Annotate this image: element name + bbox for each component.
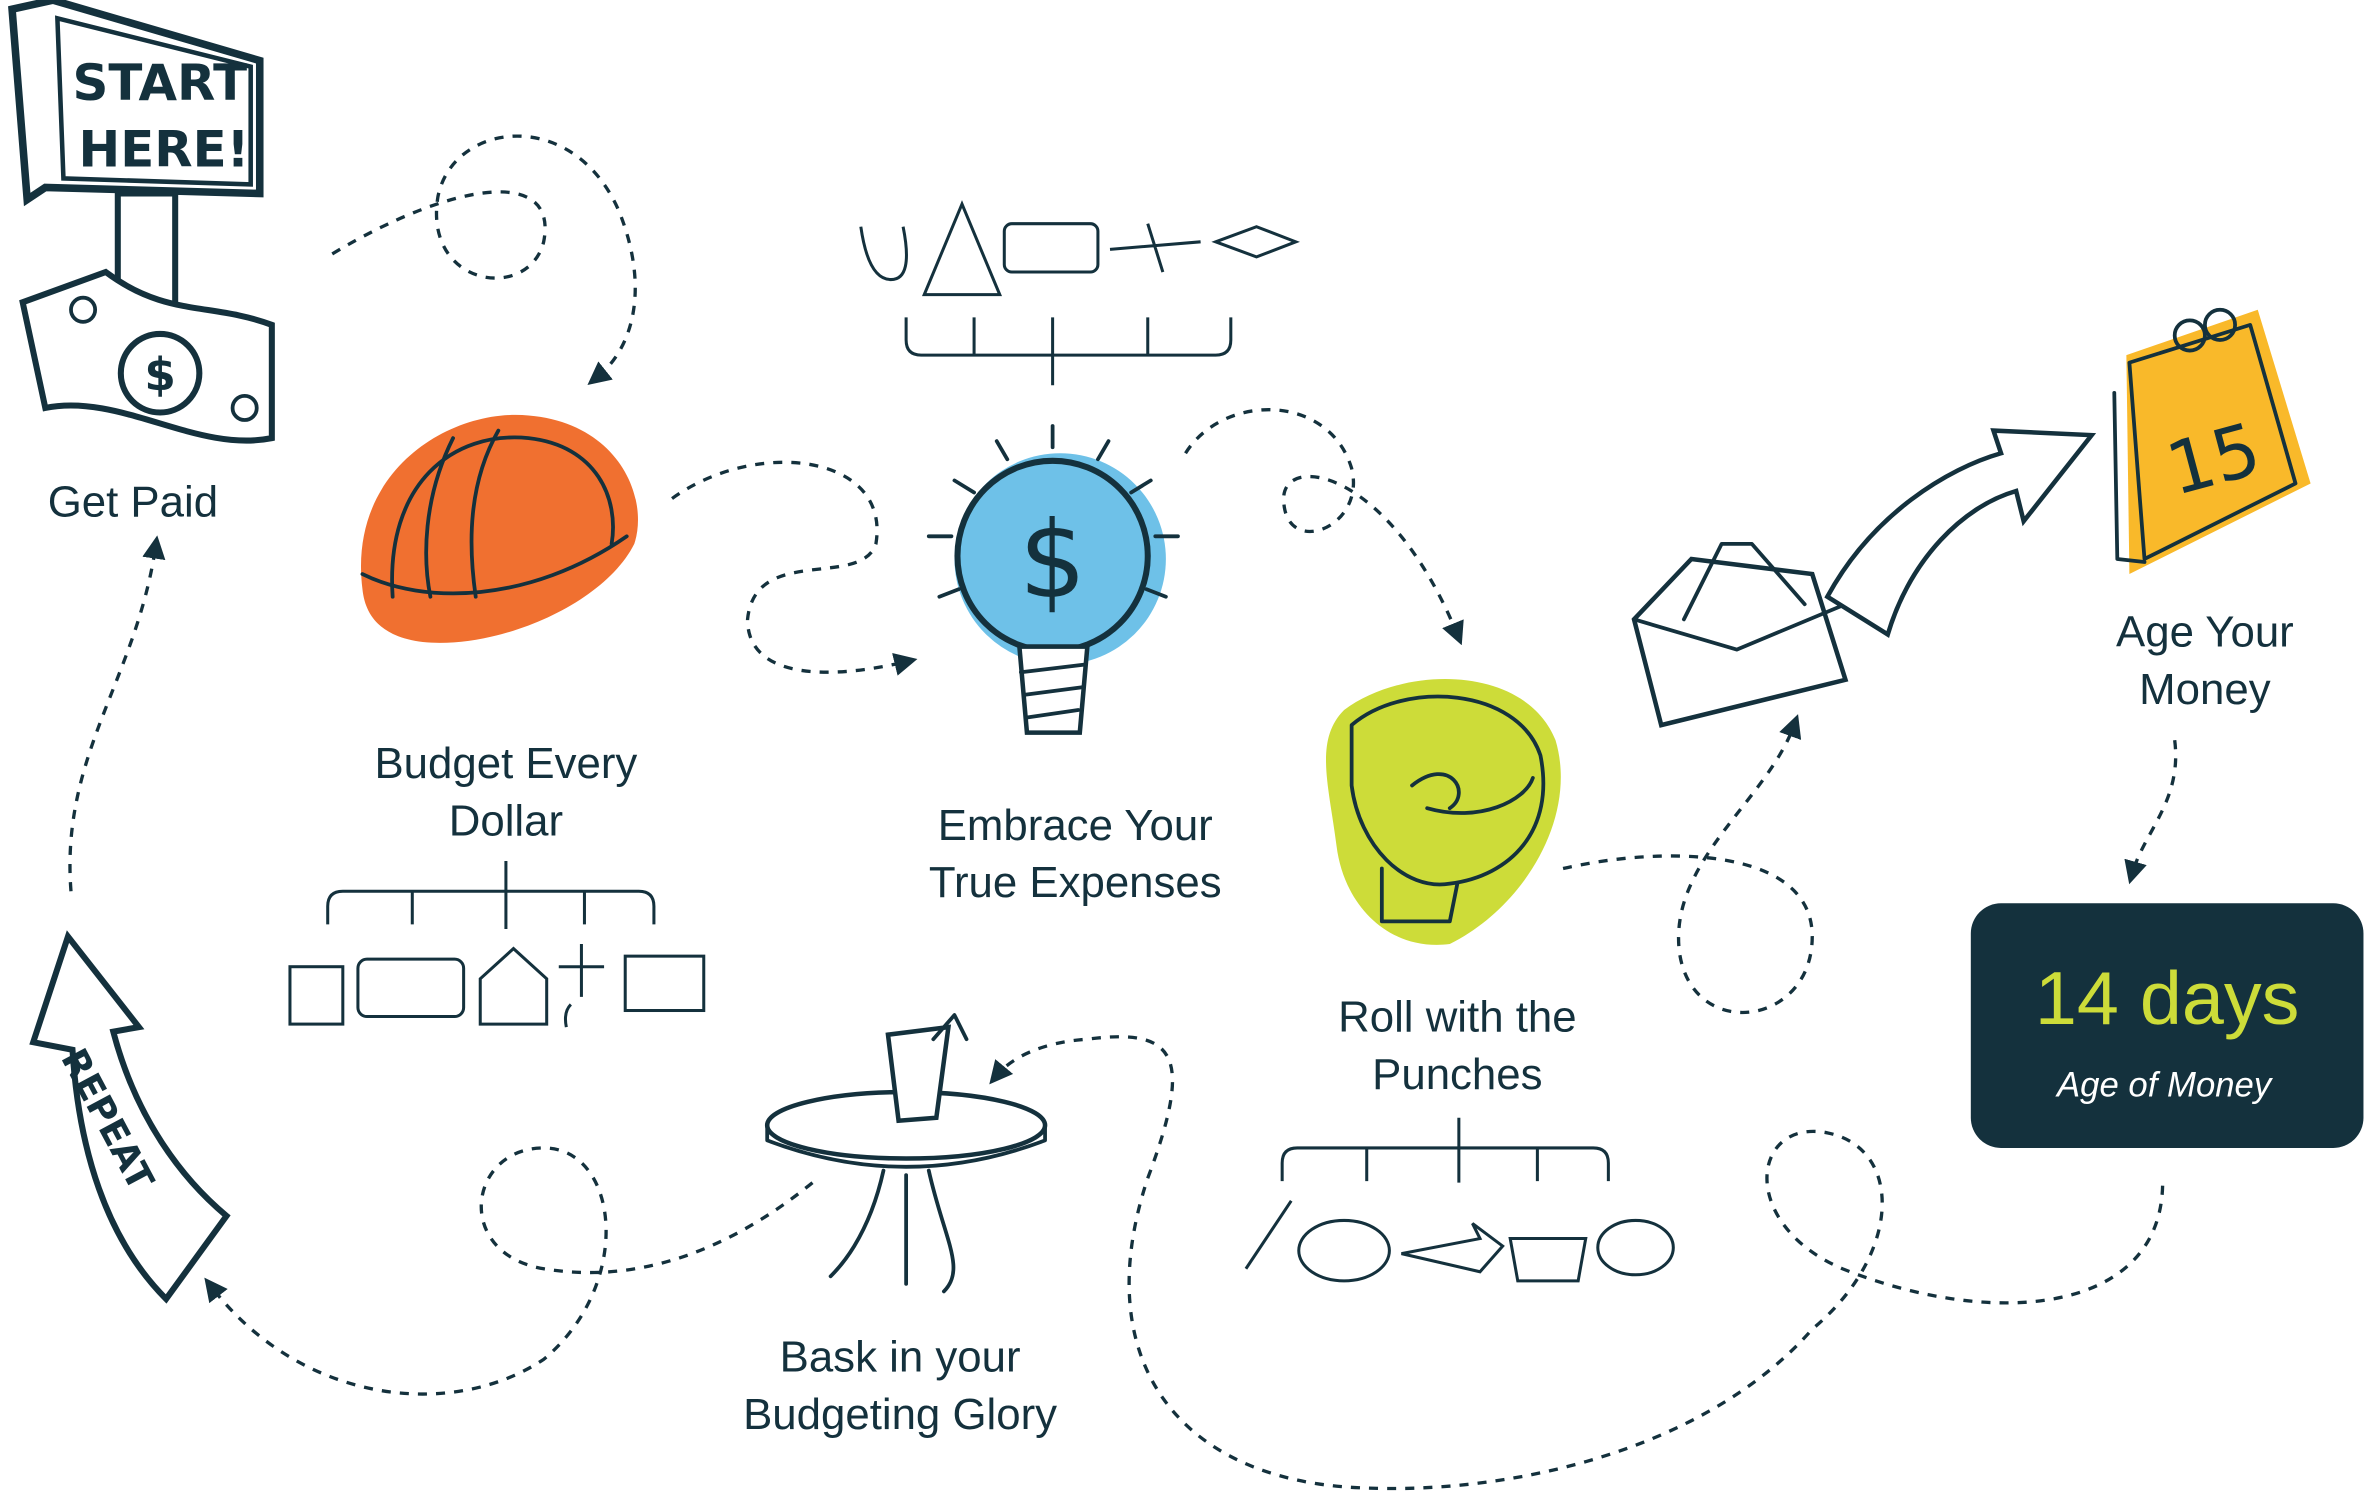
christmas-tree-icon (921, 200, 1003, 297)
cloud-icon (1297, 1218, 1391, 1283)
step-label-get-paid: Get Paid (48, 478, 218, 527)
svg-text:$: $ (144, 348, 176, 401)
start-here-sign: START HERE! (8, 0, 264, 313)
airplane-icon (1109, 223, 1201, 273)
flow-paths (68, 134, 2178, 1491)
ambulance-icon (1002, 222, 1100, 274)
step-label-expenses-line1: Embrace Your (938, 801, 1213, 850)
calendar-icon: 15 (2112, 307, 2311, 575)
money-icon: $ (19, 268, 275, 444)
step-label-age-line1: Age Your (2116, 608, 2294, 657)
repeat-arrow: REPEAT (29, 930, 231, 1304)
grocery-bag-icon (288, 965, 345, 1026)
table-drink-icon (764, 1013, 1048, 1294)
step-label-bask-line1: Bask in your (780, 1332, 1021, 1381)
boxing-glove-icon (1326, 679, 1561, 945)
age-of-money-card: 14 days Age of Money (1970, 903, 2364, 1148)
punches-bracket (1244, 1117, 1675, 1283)
step-label-expenses-line2: True Expenses (929, 858, 1222, 907)
key-icon (1244, 1199, 1293, 1270)
svg-text:$: $ (1019, 499, 1086, 622)
graduation-cap-icon (1211, 225, 1300, 259)
step-label-budget-line2: Dollar (449, 796, 563, 845)
budget-categories-bracket (288, 860, 706, 1028)
piggy-bank-icon (1596, 1218, 1675, 1277)
step-label-punches-line1: Roll with the (1338, 993, 1576, 1042)
bus-icon (356, 957, 466, 1019)
house-icon (478, 946, 549, 1026)
start-sign-line2: HERE! (79, 120, 250, 178)
step-label-budget-line1: Budget Every (374, 739, 637, 788)
step-label-bask-line2: Budgeting Glory (743, 1390, 1057, 1439)
envelope-money-icon (1631, 541, 1849, 728)
stethoscope-icon (859, 226, 908, 282)
arrow-icon (1401, 1222, 1505, 1274)
step-label-age-line2: Money (2139, 665, 2271, 714)
start-sign-line1: START (72, 54, 247, 112)
lightbulb-icon: $ (926, 424, 1180, 735)
hard-hat-icon (360, 414, 638, 643)
step-label-punches-line2: Punches (1372, 1050, 1542, 1099)
computer-icon (623, 954, 706, 1013)
faucet-icon (558, 944, 605, 1028)
growth-arrow-icon (1824, 428, 2097, 638)
envelope-icon (1508, 1237, 1588, 1283)
expenses-bracket (859, 200, 1300, 386)
age-of-money-caption: Age of Money (2055, 1067, 2274, 1105)
age-of-money-value: 14 days (2035, 957, 2299, 1041)
